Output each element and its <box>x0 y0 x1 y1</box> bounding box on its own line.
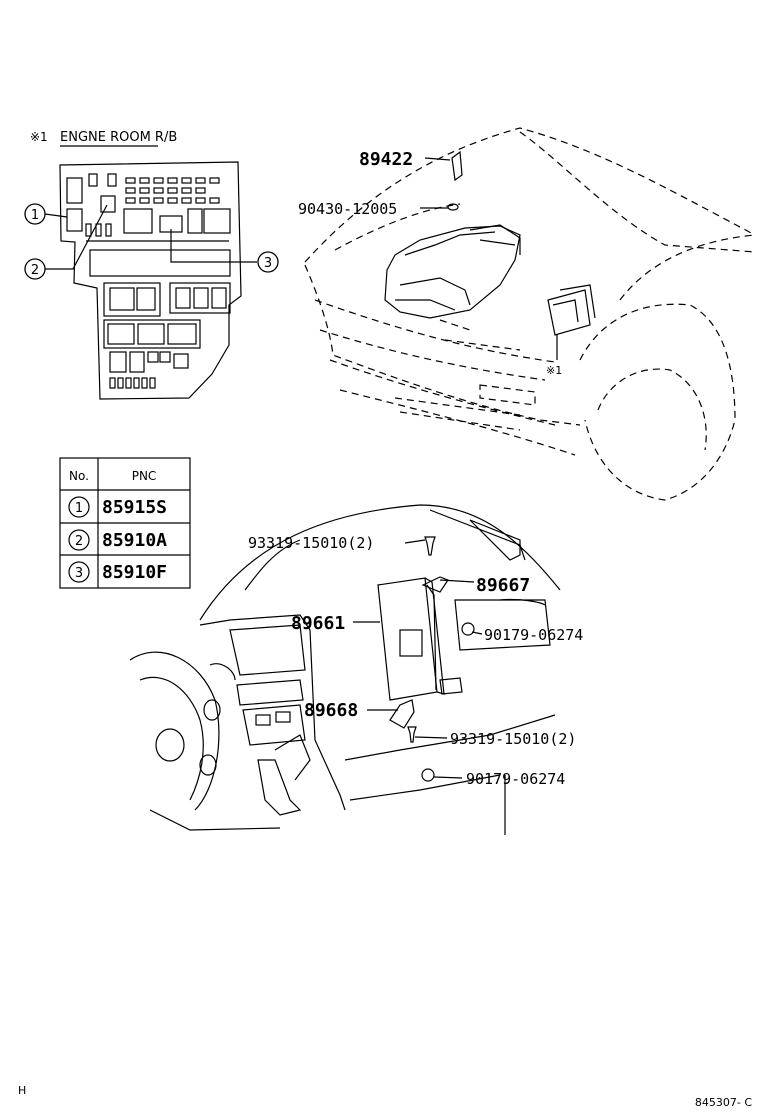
leader-bolt-upper <box>404 539 426 544</box>
leader-89422 <box>424 157 451 161</box>
callout-3-label: 3 <box>264 256 272 271</box>
fuse-box-title: ENGNE ROOM R/B <box>60 130 177 145</box>
callout-3-leader <box>170 229 257 263</box>
callout-1-leader <box>44 213 68 218</box>
fuse-box-location-marker: ※1 <box>546 364 562 377</box>
part-label-89668: 89668 <box>304 700 358 721</box>
pnc-row-1-value: 85915S <box>102 497 167 518</box>
part-label-89661: 89661 <box>291 613 345 634</box>
callout-1: 1 <box>24 203 46 225</box>
leader-nut-lower <box>433 776 463 779</box>
leader-bolt-lower <box>414 736 448 739</box>
pnc-row-1-no: 1 <box>75 501 83 516</box>
footer-left-code: H <box>18 1084 26 1097</box>
part-label-nut-upper: 90179-06274 <box>484 626 583 644</box>
pnc-header-no: No. <box>69 469 89 483</box>
leader-nut-upper <box>471 631 483 635</box>
pnc-row-2-value: 85910A <box>102 530 167 551</box>
part-label-bolt-lower: 93319-15010(2) <box>450 730 576 748</box>
pnc-row-3-value: 85910F <box>102 562 167 583</box>
callout-3: 3 <box>257 251 279 273</box>
callout-2-label: 2 <box>31 263 39 278</box>
part-label-nut-lower: 90179-06274 <box>466 770 565 788</box>
pnc-row-2-no: 2 <box>75 534 83 549</box>
part-label-89667: 89667 <box>476 575 530 596</box>
vehicle-front-drawing <box>304 127 756 501</box>
pnc-table: No. PNC 1 85915S 2 85910A 3 85910F <box>59 457 191 589</box>
leader-89667 <box>439 579 475 583</box>
callout-1-label: 1 <box>31 208 39 223</box>
footer-illustration-number: 845307- C <box>695 1096 752 1109</box>
part-label-bolt-upper: 93319-15010(2) <box>248 534 374 552</box>
callout-2-leader <box>45 204 108 270</box>
part-label-90430-12005: 90430-12005 <box>298 200 397 218</box>
pnc-row-3-no: 3 <box>75 566 83 581</box>
callout-2: 2 <box>24 258 46 280</box>
pnc-header-pnc: PNC <box>132 469 157 483</box>
dashboard-drawing <box>129 504 561 835</box>
fuse-box-marker: ※1 <box>30 130 48 144</box>
fuse-box-drawing <box>59 161 242 400</box>
part-label-89422: 89422 <box>359 149 413 170</box>
